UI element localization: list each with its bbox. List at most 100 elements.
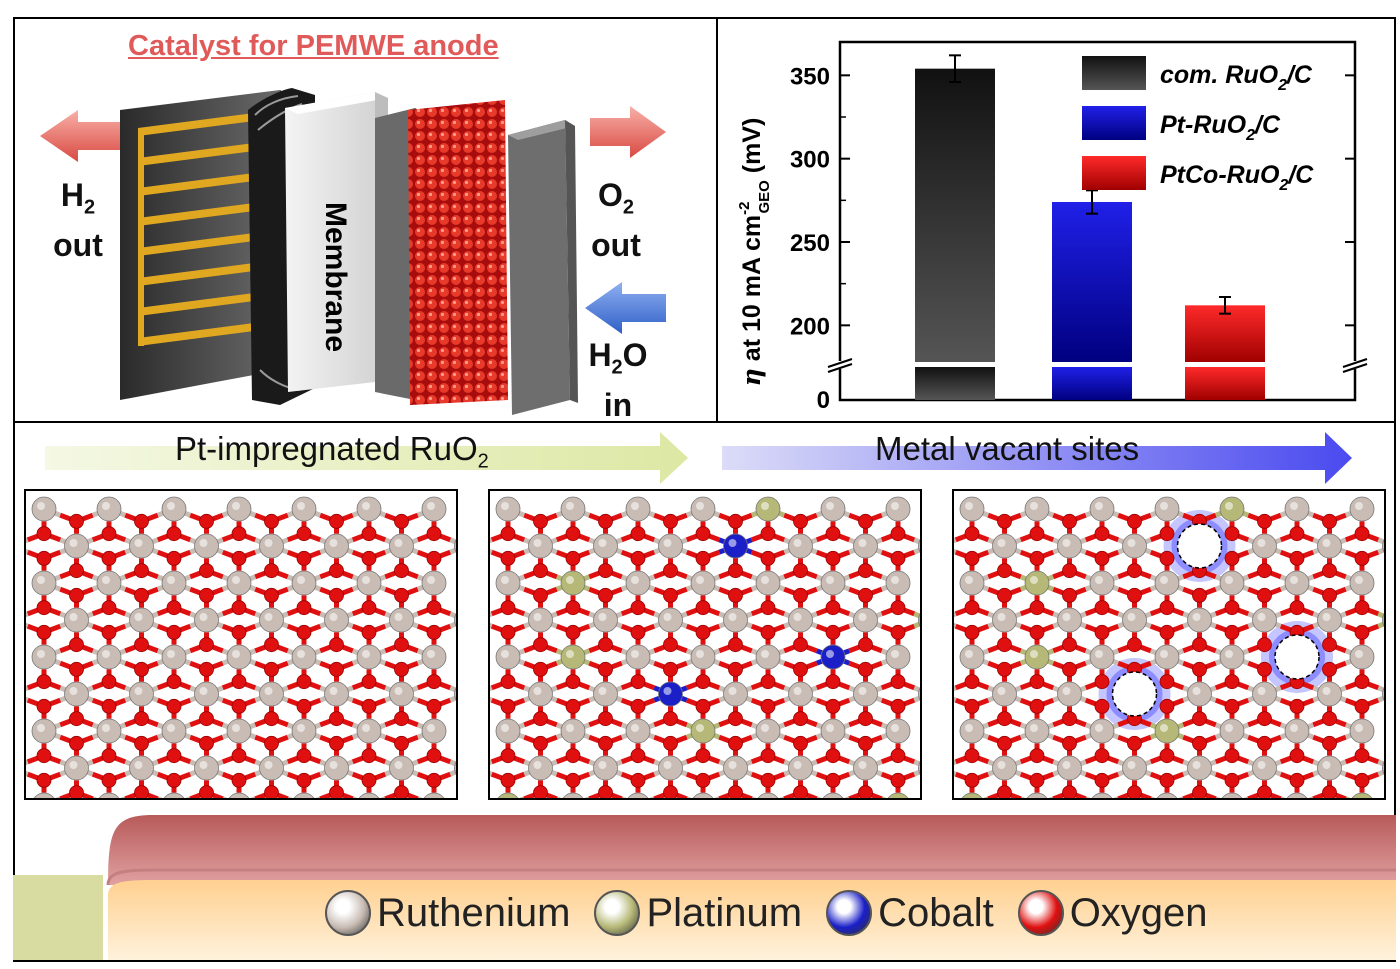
ruthenium-atom xyxy=(194,681,219,707)
ruthenium-atom xyxy=(1187,755,1212,781)
atom-highlight xyxy=(858,687,867,695)
platinum-atom xyxy=(918,613,920,627)
bond-metal xyxy=(449,621,456,629)
oxygen-atom xyxy=(533,735,548,751)
atom-highlight xyxy=(1290,724,1298,732)
atom-highlight xyxy=(533,613,542,621)
ruthenium-atom xyxy=(161,496,187,522)
oxygen-atom xyxy=(695,772,711,788)
bond-metal xyxy=(752,796,757,798)
atom-highlight xyxy=(69,539,78,547)
oxygen-atom xyxy=(760,550,776,566)
cobalt-atom xyxy=(658,681,683,707)
ruthenium-atom xyxy=(31,718,57,744)
atom-highlight xyxy=(728,613,737,621)
ruthenium-atom xyxy=(1349,644,1375,670)
ruthenium-atom xyxy=(755,718,781,744)
ruthenium-atom xyxy=(129,755,154,781)
bond-metal xyxy=(490,622,493,629)
bond-metal xyxy=(1151,796,1156,798)
oxygen-atom xyxy=(1029,674,1045,690)
oxygen-atom xyxy=(1322,637,1337,653)
ruthenium-atom xyxy=(853,533,878,559)
metal-vacant-label: Metal vacant sites xyxy=(875,430,1140,467)
oxygen-atom xyxy=(728,785,743,798)
schematic-title: Catalyst for PEMWE anode xyxy=(128,30,499,62)
atom-highlight xyxy=(297,724,305,732)
ruthenium-atom xyxy=(259,681,284,707)
oxygen-atom xyxy=(1029,624,1045,640)
ruthenium-atom xyxy=(1284,718,1310,744)
bond-metal xyxy=(490,759,493,766)
oxygen-atom xyxy=(69,711,84,727)
ruthenium-atom xyxy=(593,533,618,559)
oxygen-atom xyxy=(598,711,613,727)
oxygen-atom xyxy=(565,674,581,690)
ruthenium-atom xyxy=(1089,644,1115,670)
oxygen-atom xyxy=(101,748,117,764)
atom-highlight xyxy=(232,502,240,510)
ruthenium-atom xyxy=(194,755,219,781)
oxygen-atom xyxy=(264,711,279,727)
bond-metal xyxy=(315,796,320,798)
oxygen-atom xyxy=(1062,587,1077,603)
oxygen-atom xyxy=(1159,772,1175,788)
atom-highlight xyxy=(1355,502,1363,510)
oxygen-atom xyxy=(1257,661,1272,677)
oxygen-atom xyxy=(598,661,613,677)
ruthenium-atom xyxy=(495,644,521,670)
cobalt-sphere-icon xyxy=(826,890,873,936)
oxygen-atom xyxy=(728,563,743,579)
oxygen-atom xyxy=(1192,711,1207,727)
oxygen-atom xyxy=(36,624,52,640)
oxygen-atom xyxy=(134,587,149,603)
banner-arrows xyxy=(45,432,1352,484)
oxygen-atom xyxy=(1029,698,1045,714)
oxygen-atom xyxy=(695,748,711,764)
ruthenium-atom xyxy=(98,792,120,798)
atom-highlight xyxy=(1192,761,1201,769)
oxygen-atom xyxy=(1127,735,1142,751)
atom-highlight xyxy=(232,576,240,584)
atom-highlight xyxy=(501,724,509,732)
oxygen-atom xyxy=(296,550,312,566)
oxygen-atom xyxy=(134,661,149,677)
ruthenium-atom xyxy=(1382,687,1384,701)
oxygen-atom xyxy=(533,563,548,579)
ruthenium-atom xyxy=(1286,792,1308,798)
oxygen-atom xyxy=(1094,674,1110,690)
oxygen-atom xyxy=(329,513,344,529)
ruthenium-atom xyxy=(1089,718,1115,744)
oxygen-atom xyxy=(1257,711,1272,727)
oxygen-atom xyxy=(1224,624,1240,640)
platinum-atom xyxy=(1382,613,1384,627)
oxygen-atom xyxy=(1192,637,1207,653)
atom-highlight xyxy=(501,576,509,584)
ruthenium-atom xyxy=(64,533,89,559)
bond-metal xyxy=(954,759,957,766)
atom-highlight xyxy=(394,539,403,547)
atom-highlight xyxy=(102,724,110,732)
atom-highlight xyxy=(1225,502,1233,510)
atom-highlight xyxy=(793,687,802,695)
ruthenium-atom xyxy=(31,644,57,670)
ruthenium-atom xyxy=(658,533,683,559)
oxygen-atom xyxy=(426,624,442,640)
platinum-atom xyxy=(887,792,909,798)
axis-break-line xyxy=(827,358,853,368)
bond-metal xyxy=(1113,796,1118,798)
oxygen-atom xyxy=(361,526,377,542)
oxygen-atom xyxy=(199,637,214,653)
oxygen-atom xyxy=(663,661,678,677)
oxygen-atom xyxy=(134,785,149,798)
atom-highlight xyxy=(826,502,834,510)
h2-out-arrow xyxy=(40,110,120,162)
ruthenium-atom xyxy=(1187,681,1212,707)
oxygen-atom xyxy=(361,698,377,714)
bond-metal xyxy=(26,622,29,629)
platinum-atom xyxy=(560,570,586,596)
ruthenium-atom xyxy=(1057,681,1082,707)
oxygen-atom xyxy=(500,772,516,788)
atom-highlight xyxy=(696,724,704,732)
ruthenium-atom xyxy=(454,761,456,775)
